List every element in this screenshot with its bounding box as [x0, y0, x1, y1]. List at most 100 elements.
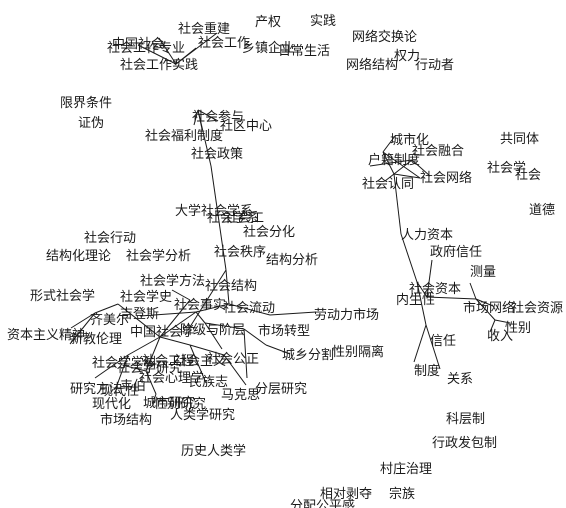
node-label: 社区中心	[220, 118, 272, 134]
node-label: 关系	[447, 372, 473, 387]
node-label: 阶级与阶层	[180, 323, 245, 338]
node-label: 分配公平感	[290, 498, 355, 508]
node-labels: 社会重建产权实践中国社会社会工作网络交换论乡镇企业社会工作专业日常生活权力社会工…	[7, 14, 563, 508]
edge-30	[189, 344, 207, 384]
node-label: 社会流动	[223, 300, 275, 316]
edge-0	[187, 269, 227, 331]
edge-60	[382, 151, 421, 179]
node-label: 制度	[414, 363, 440, 379]
edge-26	[243, 328, 248, 379]
edge-56	[475, 298, 494, 307]
node-label: 社会工作专业	[107, 40, 185, 56]
node-label: 社会心理学	[139, 370, 204, 386]
node-label: 结构分析	[266, 253, 318, 268]
edge-29	[223, 354, 247, 386]
edge-33	[137, 44, 177, 65]
node-label: 限界条件	[60, 95, 112, 111]
node-label: 现代性	[100, 384, 139, 399]
edge-58	[369, 159, 413, 167]
edge-3	[225, 269, 230, 305]
edge-7	[139, 311, 197, 317]
node-label: 资本主义精神	[7, 328, 85, 343]
edge-14	[152, 393, 157, 404]
node-label: 新教伦理	[70, 331, 122, 347]
node-label: 社会工作	[198, 35, 250, 51]
node-label: 社会重建	[178, 21, 230, 37]
edge-12	[145, 336, 161, 372]
node-label: 内生性	[396, 292, 435, 308]
edge-28	[189, 344, 225, 356]
node-label: 社会学	[487, 160, 526, 176]
edge-16	[94, 303, 119, 314]
edge-15	[117, 303, 161, 338]
node-label: 中国社会学	[130, 324, 195, 340]
edge-39	[197, 109, 203, 130]
edge-41	[413, 324, 427, 363]
node-label: 社会资本	[409, 281, 461, 297]
node-label: 社会秩序	[214, 244, 266, 260]
node-label: 社会政策	[191, 146, 243, 162]
node-label: 社会资源	[511, 300, 563, 316]
edge-37	[193, 109, 199, 126]
node-label: 吉登斯	[120, 307, 159, 322]
edge-31	[125, 365, 147, 372]
edge-44	[393, 173, 402, 235]
node-label: 分层研究	[255, 382, 307, 397]
node-label: 行政发包制	[432, 435, 497, 451]
node-label: 现代化	[92, 397, 131, 412]
edge-48	[393, 173, 421, 179]
node-label: 社会融合	[412, 143, 464, 159]
edge-54	[489, 319, 496, 333]
node-label: 劳动力市场	[314, 307, 379, 323]
node-label: 城市化	[390, 132, 429, 148]
edge-40	[416, 281, 427, 326]
node-label: 相对剥夺	[320, 487, 372, 502]
edge-59	[411, 159, 431, 177]
edge-20	[171, 289, 191, 301]
node-label: 宗族	[389, 486, 415, 502]
node-label: 社会学系	[207, 210, 259, 226]
node-label: 乡镇企业	[242, 40, 294, 56]
node-label: 收入	[487, 329, 513, 344]
edge-42	[425, 324, 441, 370]
node-label: 人力资本	[401, 228, 453, 243]
edge-18	[69, 312, 96, 345]
node-label: 村庄治理	[380, 461, 432, 477]
edge-4	[228, 303, 271, 316]
node-label: 城乡分割	[282, 347, 334, 363]
edge-55	[469, 282, 477, 300]
edge-51	[426, 296, 477, 300]
edge-47	[384, 173, 395, 182]
edges	[69, 32, 511, 404]
node-label: 马克思	[221, 388, 260, 403]
node-label: 社会分化	[243, 224, 295, 240]
node-label: 性别隔离	[332, 344, 384, 360]
node-label: 社会	[515, 167, 541, 183]
node-label: 信任	[430, 334, 456, 349]
node-label: 行动者	[415, 58, 454, 73]
node-label: 民族志	[189, 374, 228, 390]
edge-25	[265, 344, 291, 355]
node-label: 共同体	[500, 132, 539, 147]
node-label: 网络结构	[346, 57, 398, 73]
node-label: 市场结构	[100, 412, 152, 428]
edge-5	[269, 311, 317, 316]
node-label: 中国社会	[112, 36, 164, 52]
node-label: 结构化理论	[46, 249, 111, 264]
node-label: 户籍制度	[368, 152, 420, 168]
node-label: 形式社会学	[30, 288, 95, 304]
node-label: 性别研究	[154, 397, 206, 412]
edge-1	[210, 165, 227, 271]
node-label: 网络交换论	[352, 29, 417, 45]
node-label: 道德	[529, 203, 555, 218]
edge-45	[393, 159, 413, 175]
node-label: 社会行动	[84, 230, 136, 246]
node-label: 历史人类学	[181, 443, 246, 459]
node-label: 测量	[470, 265, 496, 280]
edge-24	[243, 328, 267, 346]
node-label: 城市研究	[143, 395, 195, 411]
node-label: 社会公正	[207, 351, 259, 367]
edge-35	[175, 32, 218, 65]
edge-53	[494, 319, 511, 324]
